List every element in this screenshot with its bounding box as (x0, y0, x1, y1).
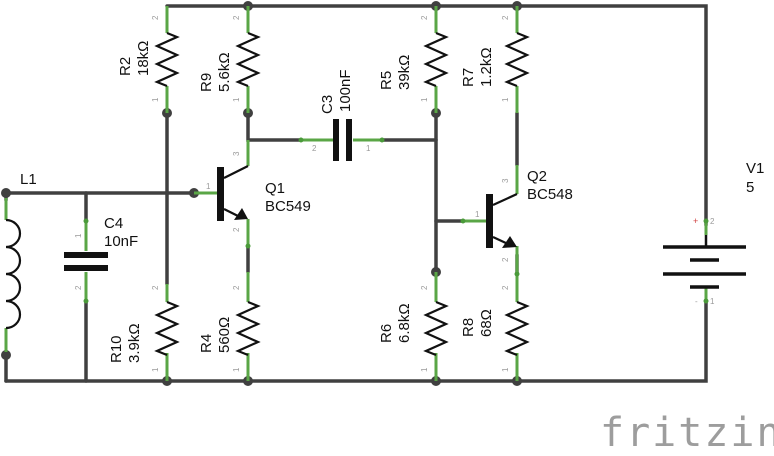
capacitor-c4[interactable]: 1 2 C4 10nF (64, 215, 138, 304)
wires (4, 4, 708, 383)
svg-text:2: 2 (74, 285, 83, 290)
plus-sign: + (693, 216, 698, 226)
battery-v1[interactable]: + 2 - 1 V1 5 (663, 160, 764, 306)
r9-ref: R9 (198, 73, 215, 92)
wire-bottom-rail[interactable] (4, 298, 708, 383)
resistor-r9[interactable]: 2 1 R9 5.6kΩ (198, 6, 261, 113)
c4-ref: C4 (104, 215, 123, 232)
r7-value: 1.2kΩ (478, 47, 495, 87)
r9-value: 5.6kΩ (216, 52, 233, 92)
svg-text:1: 1 (232, 367, 241, 372)
svg-text:2: 2 (501, 257, 510, 262)
svg-text:1: 1 (475, 210, 480, 219)
svg-text:2: 2 (232, 227, 241, 232)
r10-value: 3.9kΩ (126, 323, 143, 363)
svg-text:3: 3 (232, 151, 241, 156)
v1-value: 5 (746, 179, 754, 196)
resistor-r6[interactable]: 2 1 R6 6.8kΩ (378, 272, 449, 381)
transistor-q1[interactable]: 1 3 2 Q1 BC549 (194, 140, 311, 249)
svg-text:2: 2 (501, 285, 510, 290)
svg-text:2: 2 (151, 285, 160, 290)
resistor-r10[interactable]: 2 1 R10 3.9kΩ (108, 284, 180, 381)
c4-value: 10nF (104, 233, 138, 250)
svg-text:2: 2 (312, 144, 317, 153)
svg-text:3: 3 (501, 178, 510, 183)
transistor-q2[interactable]: 1 3 2 Q2 BC548 (460, 165, 573, 272)
r7-ref: R7 (460, 68, 477, 87)
c3-value: 100nF (337, 69, 354, 112)
r4-value: 560Ω (216, 317, 233, 353)
svg-text:2: 2 (710, 217, 715, 226)
minus-sign: - (695, 297, 698, 306)
svg-text:1: 1 (206, 182, 211, 191)
inductor-l1[interactable]: L1 (4, 171, 37, 352)
svg-text:2: 2 (420, 285, 429, 290)
svg-text:1: 1 (74, 233, 83, 238)
r5-ref: R5 (378, 71, 395, 90)
r2-ref: R2 (117, 57, 134, 76)
svg-text:2: 2 (232, 285, 241, 290)
svg-text:1: 1 (151, 367, 160, 372)
svg-text:1: 1 (710, 297, 715, 306)
svg-text:2: 2 (501, 15, 510, 20)
q2-value: BC548 (527, 186, 573, 203)
r8-value: 68Ω (478, 309, 495, 337)
wire-q1-collector[interactable] (246, 111, 302, 142)
r6-value: 6.8kΩ (396, 303, 413, 343)
svg-text:2: 2 (232, 15, 241, 20)
resistor-r2[interactable]: 2 1 R2 18kΩ (117, 6, 180, 113)
svg-text:2: 2 (420, 15, 429, 20)
fritzing-logo: fritzing (600, 410, 774, 456)
resistor-r4[interactable]: 2 1 R4 560Ω (198, 272, 261, 381)
r10-ref: R10 (108, 335, 125, 363)
wire-top-rail[interactable] (165, 4, 708, 227)
resistor-r8[interactable]: 2 1 R8 68Ω (460, 271, 530, 382)
r6-ref: R6 (378, 324, 395, 343)
q1-value: BC549 (265, 198, 311, 215)
svg-text:1: 1 (151, 97, 160, 102)
svg-text:1: 1 (501, 367, 510, 372)
r4-ref: R4 (198, 334, 215, 353)
r5-value: 39kΩ (396, 55, 413, 90)
svg-text:1: 1 (420, 97, 429, 102)
q2-ref: Q2 (527, 168, 547, 185)
svg-text:1: 1 (420, 367, 429, 372)
r2-value: 18kΩ (135, 41, 152, 76)
c3-ref: C3 (319, 95, 336, 114)
svg-text:2: 2 (151, 15, 160, 20)
svg-text:1: 1 (366, 144, 371, 153)
r8-ref: R8 (460, 318, 477, 337)
capacitor-c3[interactable]: 2 1 C3 100nF (298, 69, 385, 161)
svg-text:1: 1 (232, 97, 241, 102)
q1-ref: Q1 (265, 180, 285, 197)
resistor-r5[interactable]: 2 1 R5 39kΩ (378, 6, 449, 113)
v1-ref: V1 (746, 160, 764, 177)
resistor-r7[interactable]: 2 1 R7 1.2kΩ (460, 6, 530, 113)
l1-ref: L1 (20, 171, 37, 188)
svg-text:1: 1 (501, 97, 510, 102)
